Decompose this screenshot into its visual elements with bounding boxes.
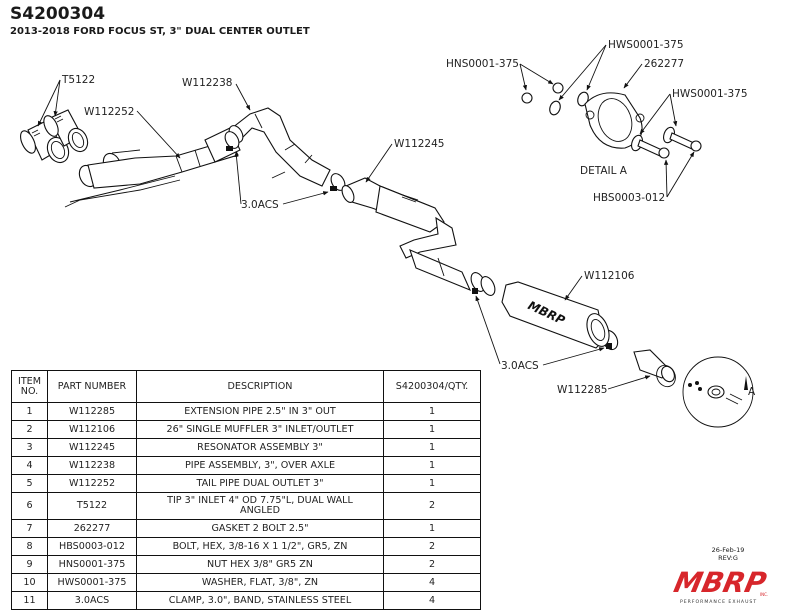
bom-desc: 26" SINGLE MUFFLER 3" INLET/OUTLET [136, 420, 384, 439]
bom-part: HBS0003-012 [47, 537, 137, 556]
bom-desc: EXTENSION PIPE 2.5" IN 3" OUT [136, 402, 384, 421]
bom-desc: PIPE ASSEMBLY, 3", OVER AXLE [136, 456, 384, 475]
bom-qty: 2 [383, 492, 481, 520]
bom-desc: BOLT, HEX, 3/8-16 X 1 1/2", GR5, ZN [136, 537, 384, 556]
bom-part: 3.0ACS [47, 591, 137, 610]
detail-a-circle [682, 356, 754, 428]
bom-part: HWS0001-375 [47, 573, 137, 592]
callout-hws0001-375-right: HWS0001-375 [672, 88, 748, 100]
bom-item: 3 [11, 438, 48, 457]
callout-w112285: W112285 [557, 384, 607, 396]
callout-w112245: W112245 [394, 138, 444, 150]
bom-item: 9 [11, 555, 48, 574]
bom-header-item-no: ITEM NO. [11, 370, 48, 403]
revision-date: 26-Feb-19 [711, 546, 745, 554]
exhaust-tip-t5122 [20, 109, 89, 164]
bom-qty: 1 [383, 402, 481, 421]
bom-header-qty: S4200304/QTY. [383, 370, 481, 403]
callout-262277: 262277 [644, 58, 684, 70]
bom-item: 8 [11, 537, 48, 556]
callout-hws0001-375-top: HWS0001-375 [608, 39, 684, 51]
bom-item: 7 [11, 519, 48, 538]
extension-pipe-w112285 [633, 349, 676, 388]
detail-a-marker: A [748, 386, 756, 398]
bom-part: HNS0001-375 [47, 555, 137, 574]
callout-hns0001-375: HNS0001-375 [446, 58, 519, 70]
logo-suffix: INC. [760, 592, 768, 597]
bom-desc: NUT HEX 3/8" GR5 ZN [136, 555, 384, 574]
bom-header-row: ITEM NO. PART NUMBER DESCRIPTION S420030… [11, 370, 481, 403]
bom-desc: TIP 3" INLET 4" OD 7.75"L, DUAL WALL ANG… [136, 492, 384, 520]
tail-pipe-w112252 [64, 127, 241, 208]
bom-qty: 2 [383, 555, 481, 574]
drawing-title: 2013-2018 FORD FOCUS ST, 3" DUAL CENTER … [10, 26, 310, 37]
callout-w112238: W112238 [182, 77, 232, 89]
drawing-part-number: S4200304 [10, 4, 106, 24]
bom-item: 11 [11, 591, 48, 610]
detail-a-hardware [521, 82, 702, 159]
bom-part: W112285 [47, 402, 137, 421]
callout-t5122: T5122 [61, 74, 95, 86]
mbrp-logo: MBRP INC. PERFORMANCE EXHAUST [672, 566, 769, 605]
bom-header-description: DESCRIPTION [136, 370, 384, 403]
callout-w112252: W112252 [84, 106, 134, 118]
bom-item: 5 [11, 474, 48, 493]
bom-part: W112106 [47, 420, 137, 439]
bom-item: 10 [11, 573, 48, 592]
bom-desc: TAIL PIPE DUAL OUTLET 3" [136, 474, 384, 493]
callout-3-0acs-upper: 3.0ACS [241, 199, 279, 211]
bom-part: 262277 [47, 519, 137, 538]
detail-a-label: DETAIL A [580, 165, 628, 177]
revision-block: 26-Feb-19 REV:G [706, 546, 750, 562]
bom-item: 1 [11, 402, 48, 421]
logo-tagline: PERFORMANCE EXHAUST [680, 599, 757, 605]
bom-header-part-number: PART NUMBER [47, 370, 137, 403]
bom-qty: 1 [383, 474, 481, 493]
muffler-w112106: MBRP [501, 281, 610, 349]
callout-3-0acs-lower: 3.0ACS [501, 360, 539, 372]
bom-desc: GASKET 2 BOLT 2.5" [136, 519, 384, 538]
bom-item: 4 [11, 456, 48, 475]
bom-qty: 4 [383, 591, 481, 610]
band-clamp-lower [470, 272, 619, 351]
bom-desc: WASHER, FLAT, 3/8", ZN [136, 573, 384, 592]
bom-qty: 4 [383, 573, 481, 592]
bom-item: 2 [11, 420, 48, 439]
bom-part: W112245 [47, 438, 137, 457]
callout-hbs0003-012: HBS0003-012 [593, 192, 665, 204]
bill-of-materials-table: ITEM NO. PART NUMBER DESCRIPTION S420030… [11, 370, 481, 610]
bom-qty: 1 [383, 420, 481, 439]
bom-part: T5122 [47, 492, 137, 520]
bom-part: W112252 [47, 474, 137, 493]
bom-qty: 1 [383, 456, 481, 475]
bom-part: W112238 [47, 456, 137, 475]
band-clamp-upper [224, 131, 346, 191]
bom-desc: CLAMP, 3.0", BAND, STAINLESS STEEL [136, 591, 384, 610]
resonator-w112245 [341, 177, 472, 292]
bom-qty: 2 [383, 537, 481, 556]
revision-code: REV:G [718, 554, 738, 562]
bom-desc: RESONATOR ASSEMBLY 3" [136, 438, 384, 457]
bom-qty: 1 [383, 438, 481, 457]
bom-item: 6 [11, 492, 48, 520]
logo-brand: MBRP [672, 566, 769, 599]
callout-w112106: W112106 [584, 270, 635, 282]
bom-qty: 1 [383, 519, 481, 538]
over-axle-pipe-w112238 [228, 107, 331, 187]
